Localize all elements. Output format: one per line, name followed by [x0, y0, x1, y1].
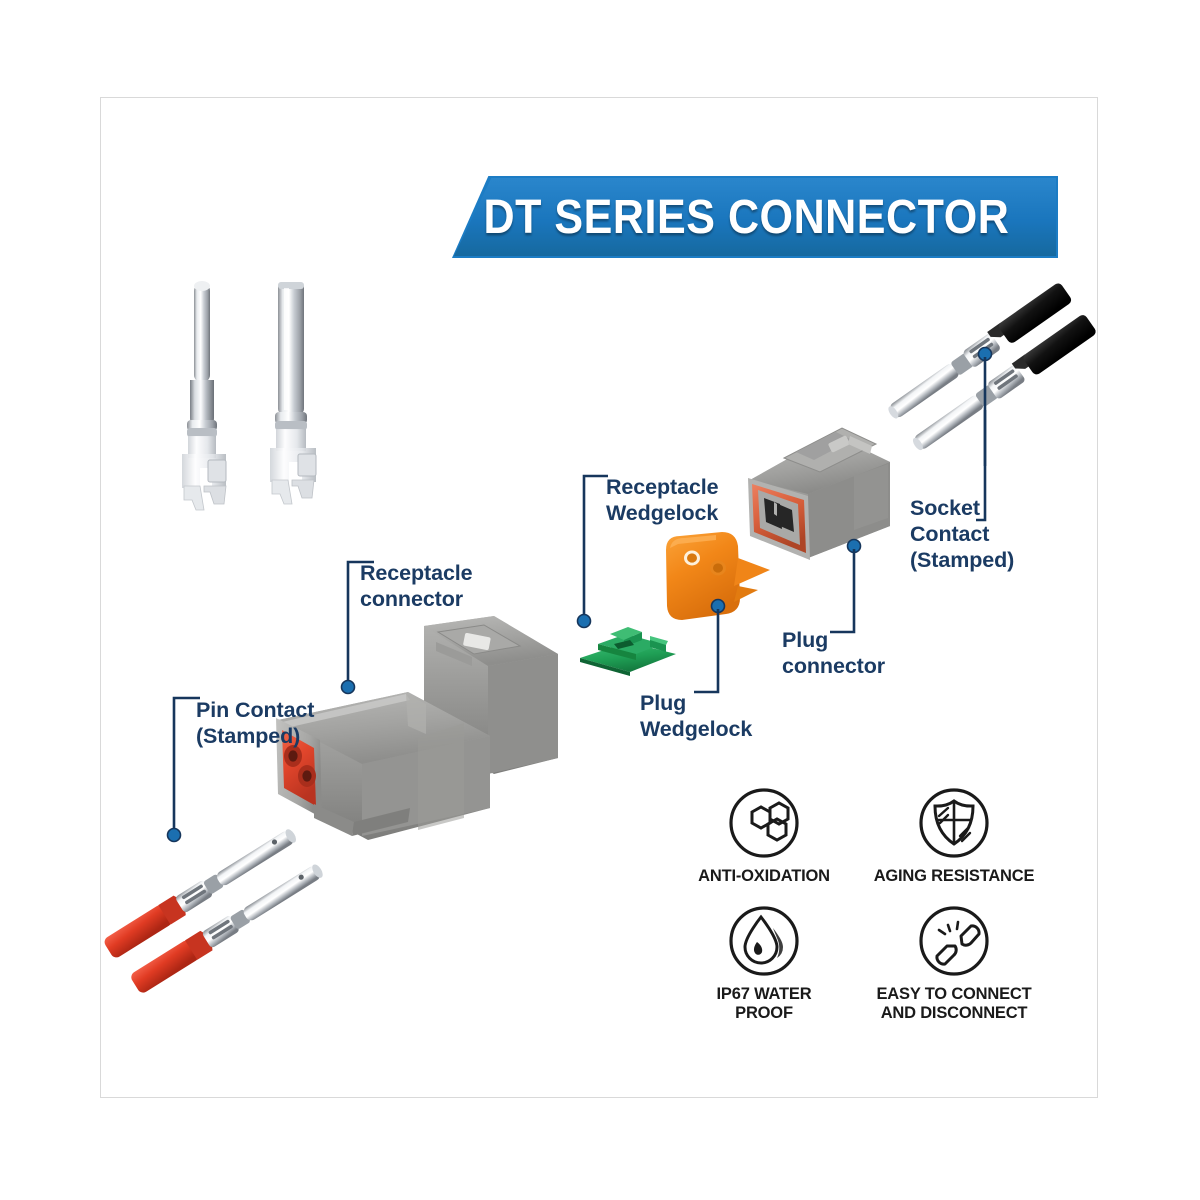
plug-connector-body — [736, 418, 896, 570]
red-wires-group — [104, 829, 340, 1022]
water-drop-icon — [729, 906, 799, 976]
feature-ip67-waterproof: IP67 WATER PROOF — [676, 904, 852, 1023]
feature-label-anti-oxidation: ANTI-OXIDATION — [698, 867, 830, 885]
black-wires-group — [888, 283, 1096, 500]
pin-contact-part — [182, 281, 227, 511]
receptacle-wedgelock-part — [576, 614, 682, 676]
feature-anti-oxidation: ANTI-OXIDATION — [676, 786, 852, 886]
feature-aging-resistance: AGING RESISTANCE — [866, 786, 1042, 886]
feature-label-aging-resistance: AGING RESISTANCE — [873, 867, 1035, 885]
receptacle-connector-body — [258, 608, 578, 870]
callout-label-socket-contact: Socket Contact (Stamped) — [910, 496, 1015, 572]
callout-label-pin-contact: Pin Contact (Stamped) — [196, 698, 315, 748]
broken-chain-icon — [919, 906, 989, 976]
callout-label-receptacle-wedgelock: Receptacle Wedgelock — [606, 475, 719, 525]
page-title: DT SERIES CONNECTOR — [452, 189, 1040, 243]
callout-label-plug-wedgelock: Plug Wedgelock — [640, 691, 753, 741]
callout-label-plug-connector: Plug connector — [782, 628, 886, 678]
socket-contact-part — [270, 282, 317, 505]
title-banner: DT SERIES CONNECTOR — [452, 176, 1058, 258]
hexagon-molecule-icon — [729, 788, 799, 858]
plug-wedgelock-part — [660, 528, 780, 638]
title-banner-shape — [452, 176, 1058, 258]
feature-label-ip67-waterproof: IP67 WATER PROOF — [716, 985, 812, 1022]
shield-icon — [919, 788, 989, 858]
loose-contacts-group — [168, 276, 348, 546]
feature-label-easy-connect: EASY TO CONNECT AND DISCONNECT — [876, 985, 1032, 1022]
feature-easy-connect: EASY TO CONNECT AND DISCONNECT — [866, 904, 1042, 1023]
feature-icons-group: ANTI-OXIDATION AGING RESISTANCE — [676, 786, 1042, 1030]
callout-label-receptacle-connector: Receptacle connector — [360, 561, 473, 611]
page-title-text: DT SERIES CONNECTOR — [483, 189, 1009, 244]
